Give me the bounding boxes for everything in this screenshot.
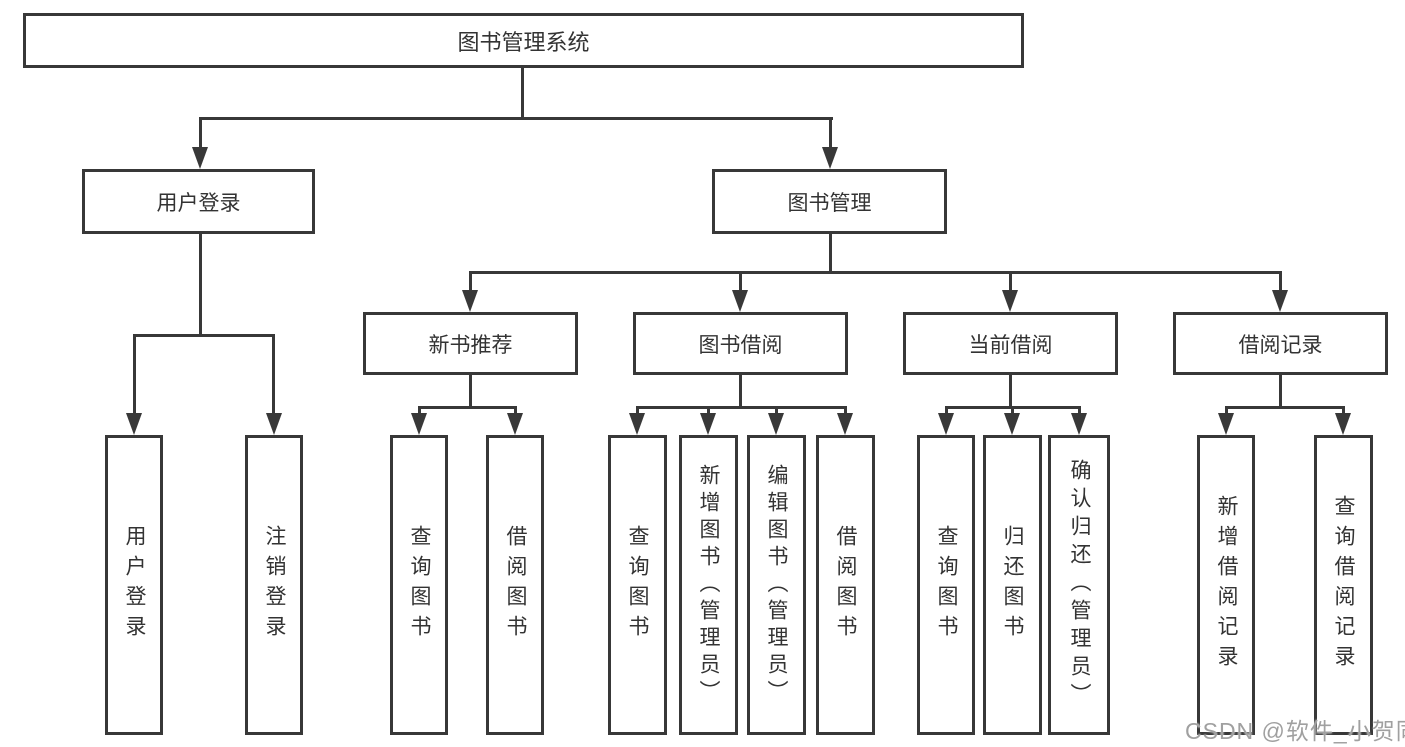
leaf-confirm-return-admin: 确认归还（管理员） <box>1048 435 1110 735</box>
connector-level1-bar <box>199 117 833 120</box>
connector-drop-leaf <box>844 406 847 416</box>
connector-level2-bar <box>469 271 1282 274</box>
connector-drop-module <box>739 271 742 293</box>
connector-drop-leaf <box>707 406 710 416</box>
leaf-add-books-admin: 新增图书（管理员） <box>679 435 738 735</box>
arrow-down-icon <box>126 413 142 435</box>
arrow-down-icon <box>938 413 954 435</box>
connector-drop-leaf <box>133 334 136 414</box>
connector-drop-module <box>1279 271 1282 293</box>
connector-drop-leaf <box>1078 406 1081 416</box>
leaf-query-books-borrow: 查询图书 <box>608 435 667 735</box>
arrow-down-icon <box>411 413 427 435</box>
leaf-query-books-recommend: 查询图书 <box>390 435 448 735</box>
connector-drop-leaf <box>272 334 275 414</box>
connector-module-drop <box>469 375 472 409</box>
arrow-down-icon <box>192 147 208 169</box>
connector-drop-leaf <box>418 406 421 416</box>
connector-drop-module <box>1009 271 1012 293</box>
arrow-down-icon <box>1335 413 1351 435</box>
leaf-add-borrow-record: 新增借阅记录 <box>1197 435 1255 735</box>
arrow-down-icon <box>1071 413 1087 435</box>
node-current-borrow: 当前借阅 <box>903 312 1118 375</box>
connector-book-management-drop <box>829 234 832 274</box>
arrow-down-icon <box>1218 413 1234 435</box>
connector-module-drop <box>1009 375 1012 409</box>
connector-drop-user-login <box>199 117 202 150</box>
leaf-edit-books-admin: 编辑图书（管理员） <box>747 435 806 735</box>
node-book-borrow: 图书借阅 <box>633 312 848 375</box>
connector-drop-leaf <box>945 406 948 416</box>
arrow-down-icon <box>266 413 282 435</box>
node-new-book-recommend: 新书推荐 <box>363 312 578 375</box>
node-book-management: 图书管理 <box>712 169 947 234</box>
connector-drop-module <box>469 271 472 293</box>
leaf-borrow-books-recommend: 借阅图书 <box>486 435 544 735</box>
arrow-down-icon <box>837 413 853 435</box>
connector-module-drop <box>1279 375 1282 409</box>
connector-drop-leaf <box>1011 406 1014 416</box>
leaf-return-books: 归还图书 <box>983 435 1042 735</box>
connector-user-login-drop <box>199 234 202 336</box>
arrow-down-icon <box>822 147 838 169</box>
arrow-down-icon <box>700 413 716 435</box>
arrow-down-icon <box>629 413 645 435</box>
leaf-logout: 注销登录 <box>245 435 303 735</box>
arrow-down-icon <box>507 413 523 435</box>
csdn-watermark: CSDN @软件_小贺同学 <box>1185 718 1405 744</box>
connector-drop-leaf <box>514 406 517 416</box>
leaf-borrow-books: 借阅图书 <box>816 435 875 735</box>
connector-user-login-bar <box>133 334 275 337</box>
connector-group-bar <box>1225 406 1345 409</box>
leaf-query-borrow-record: 查询借阅记录 <box>1314 435 1373 735</box>
connector-drop-book-management <box>829 117 832 150</box>
connector-drop-leaf <box>1225 406 1228 416</box>
arrow-down-icon <box>1004 413 1020 435</box>
leaf-user-login: 用户登录 <box>105 435 163 735</box>
connector-drop-leaf <box>775 406 778 416</box>
connector-group-bar <box>636 406 847 409</box>
connector-group-bar <box>418 406 517 409</box>
node-borrow-records: 借阅记录 <box>1173 312 1388 375</box>
connector-root-drop <box>521 68 524 118</box>
arrow-down-icon <box>1002 290 1018 312</box>
arrow-down-icon <box>462 290 478 312</box>
connector-drop-leaf <box>636 406 639 416</box>
arrow-down-icon <box>732 290 748 312</box>
connector-drop-leaf <box>1342 406 1345 416</box>
node-user-login: 用户登录 <box>82 169 315 234</box>
node-root: 图书管理系统 <box>23 13 1024 68</box>
arrow-down-icon <box>1272 290 1288 312</box>
connector-module-drop <box>739 375 742 409</box>
arrow-down-icon <box>768 413 784 435</box>
leaf-query-books-current: 查询图书 <box>917 435 975 735</box>
